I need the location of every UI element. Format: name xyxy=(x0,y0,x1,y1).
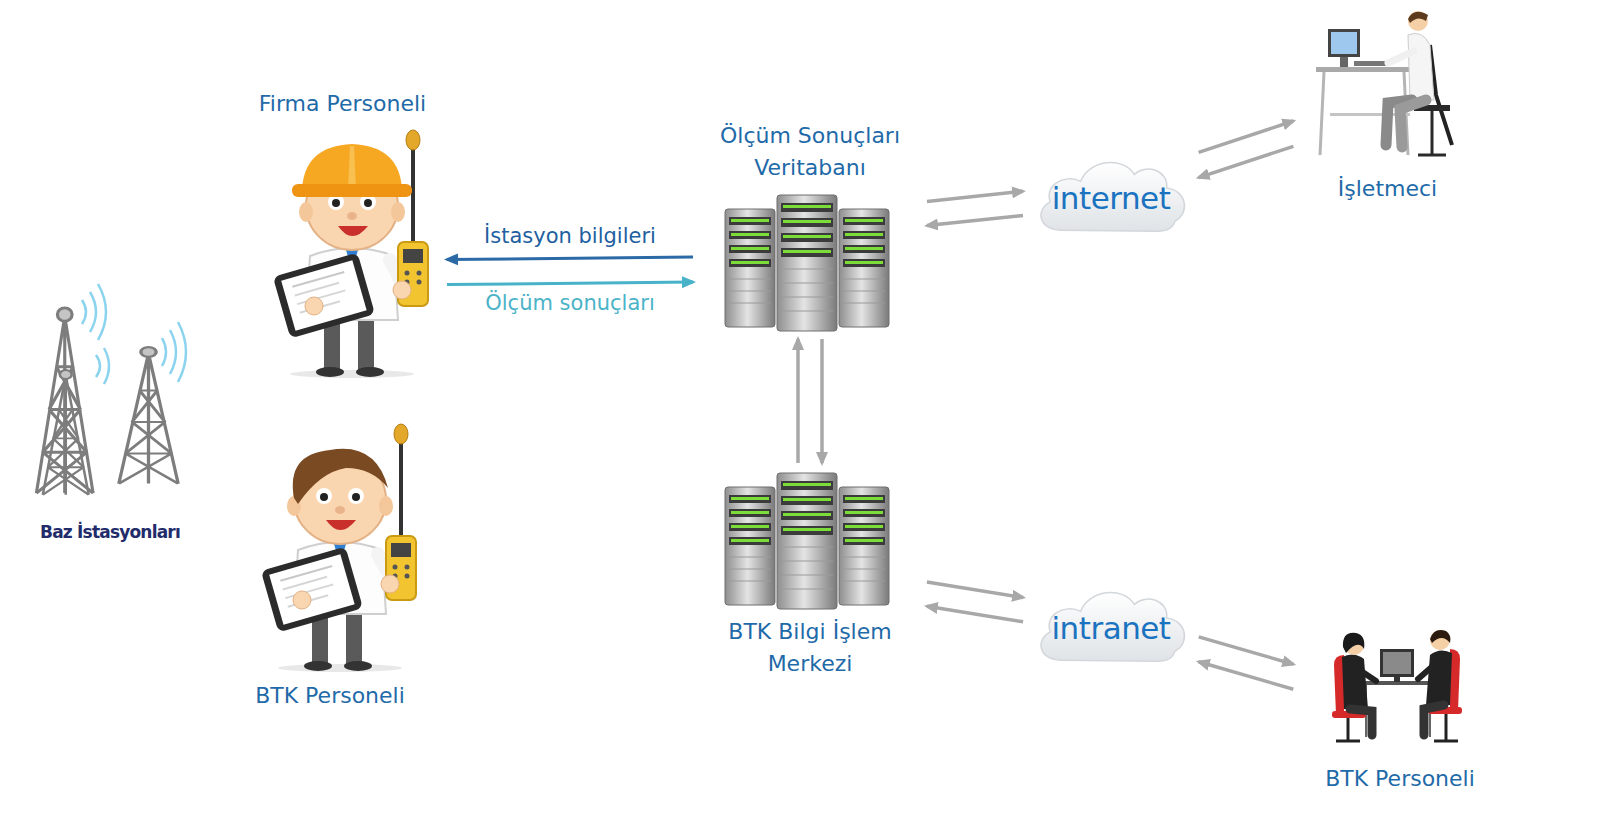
connector-arrow xyxy=(447,282,693,284)
node-text: BTK Personeli xyxy=(255,680,405,712)
connector-arrow xyxy=(1199,637,1294,664)
person-node: Firma Personeli xyxy=(245,88,440,373)
node-text: BTK Bilgi İşlem Merkezi xyxy=(704,616,916,680)
base-station-towers xyxy=(36,284,186,495)
cloud-node: intranet xyxy=(1030,580,1192,668)
node-text: Firma Personeli xyxy=(259,88,426,120)
node-text: internet xyxy=(1052,180,1171,216)
edge-label: İstasyon bilgileri xyxy=(484,224,656,248)
connector-arrow xyxy=(1199,121,1294,152)
connector-arrow xyxy=(796,339,800,463)
cloud-node: internet xyxy=(1030,150,1192,238)
node-text: Baz İstasyonları xyxy=(40,522,180,542)
node-text: Ölçüm Sonuçları Veritabanı xyxy=(704,120,916,184)
btk-engineer xyxy=(261,424,416,672)
btk-staff-team xyxy=(1332,630,1462,741)
connector-arrow xyxy=(927,215,1023,225)
person-node: İşletmeci xyxy=(1300,0,1475,205)
connector-arrow xyxy=(820,339,824,463)
server-node: BTK Bilgi İşlem Merkezi xyxy=(700,470,920,680)
node-text: BTK Personeli xyxy=(1325,763,1475,795)
node-text: intranet xyxy=(1051,610,1170,646)
server-node: Ölçüm Sonuçları Veritabanı xyxy=(700,120,920,332)
connector-arrow xyxy=(927,191,1023,201)
connector-arrow xyxy=(927,582,1023,598)
database-servers xyxy=(725,195,889,331)
node-text: İşletmeci xyxy=(1338,173,1437,205)
connector-arrow xyxy=(1199,662,1294,689)
field-engineer xyxy=(273,130,428,378)
connector-arrow xyxy=(927,606,1023,622)
operator-at-desk xyxy=(1316,11,1452,155)
person-node: BTK Personeli xyxy=(230,440,430,712)
tower-node: Baz İstasyonları xyxy=(5,280,215,542)
connector-arrow xyxy=(447,257,693,259)
person-node: BTK Personeli xyxy=(1300,620,1500,795)
data-center-servers xyxy=(725,473,889,609)
connector-arrow xyxy=(1199,146,1294,177)
edge-label: Ölçüm sonuçları xyxy=(485,291,654,315)
